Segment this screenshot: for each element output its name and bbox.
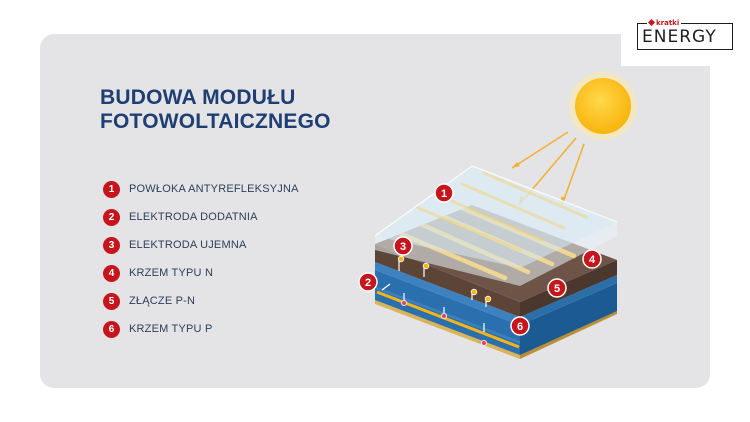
page-title: BUDOWA MODUŁU FOTOWOLTAICZNEGO bbox=[100, 86, 331, 134]
legend-item: 4 KRZEM TYPU N bbox=[103, 259, 299, 287]
positive-electrode-strip bbox=[376, 290, 520, 349]
marker-2: 2 bbox=[358, 272, 378, 292]
title-line-1: BUDOWA MODUŁU bbox=[100, 86, 296, 109]
legend-badge: 2 bbox=[103, 208, 120, 226]
marker-1-label: 1 bbox=[441, 188, 447, 200]
brand-logo[interactable]: ENERGY kratki bbox=[621, 0, 750, 66]
legend-badge: 5 bbox=[103, 292, 120, 310]
legend-label: KRZEM TYPU N bbox=[129, 267, 214, 279]
marker-4-label: 4 bbox=[589, 254, 596, 266]
legend-badge: 1 bbox=[103, 180, 120, 198]
legend-label: ELEKTRODA UJEMNA bbox=[129, 239, 247, 251]
marker-1: 1 bbox=[434, 183, 454, 203]
n-type-silicon-layer bbox=[375, 262, 617, 325]
legend-label: POWŁOKA ANTYREFLEKSYJNA bbox=[129, 183, 299, 195]
marker-3-label: 3 bbox=[400, 241, 406, 253]
legend-list: 1 POWŁOKA ANTYREFLEKSYJNA 2 ELEKTRODA DO… bbox=[103, 175, 299, 343]
legend-label: ELEKTRODA DODATNIA bbox=[129, 211, 258, 223]
marker-6: 6 bbox=[510, 316, 530, 336]
marker-4: 4 bbox=[582, 249, 602, 269]
marker-5: 5 bbox=[547, 278, 567, 298]
charge-carriers bbox=[381, 255, 492, 346]
marker-2-label: 2 bbox=[365, 277, 371, 289]
sun-icon bbox=[569, 72, 637, 140]
marker-5-label: 5 bbox=[554, 283, 560, 295]
title-line-2: FOTOWOLTAICZNEGO bbox=[100, 110, 331, 133]
legend-label: KRZEM TYPU P bbox=[129, 323, 213, 335]
legend-item: 6 KRZEM TYPU P bbox=[103, 315, 299, 343]
legend-badge: 3 bbox=[103, 236, 120, 254]
legend-item: 2 ELEKTRODA DODATNIA bbox=[103, 203, 299, 231]
legend-item: 3 ELEKTRODA UJEMNA bbox=[103, 231, 299, 259]
legend-label: ZŁĄCZE P-N bbox=[129, 295, 196, 307]
legend-badge: 6 bbox=[103, 320, 120, 338]
logo-brand-label: kratki bbox=[647, 18, 682, 27]
legend-item: 5 ZŁĄCZE P-N bbox=[103, 287, 299, 315]
logo-brand-text: kratki bbox=[656, 19, 680, 27]
legend-badge: 4 bbox=[103, 264, 120, 282]
marker-3: 3 bbox=[393, 236, 413, 256]
marker-6-label: 6 bbox=[517, 321, 523, 333]
logo-frame: ENERGY bbox=[637, 23, 733, 50]
legend-item: 1 POWŁOKA ANTYREFLEKSYJNA bbox=[103, 175, 299, 203]
logo-wordmark: ENERGY bbox=[642, 27, 717, 47]
